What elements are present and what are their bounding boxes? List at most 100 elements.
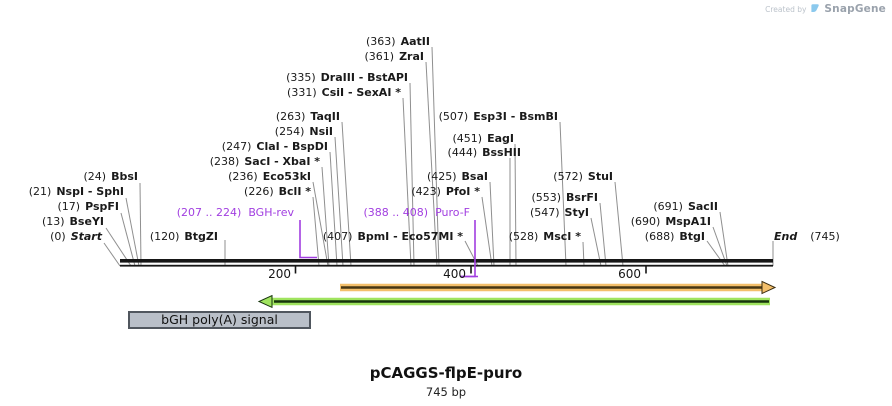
site-name: SacI - XbaI * [244,155,320,168]
plasmid-length: 745 bp [425,385,467,399]
site-name: NsiI [309,125,333,138]
site-label-clai-bspdi[interactable]: (247) ClaI - BspDI [222,140,328,154]
site-pos: (17) [57,200,81,213]
site-name: Eco53kI [262,170,311,183]
plasmid-title: pCAGGS-flpE-puro [369,364,523,382]
site-name: DraIII - BstAPI [320,71,408,84]
site-label-sacii[interactable]: (691)SacII [653,200,718,214]
site-name: ZraI [399,50,424,63]
primer-brackets [299,220,478,278]
site-pos: (688) [644,230,675,243]
site-label-draiii-bstapi[interactable]: (335) DraIII - BstAPI [286,71,408,85]
site-name: MspA1I [665,215,711,228]
connector-csii [402,97,412,267]
site-name: StuI [587,170,613,183]
site-label-bpmi-eco57mi[interactable]: (407)BpmI - Eco57MI * [323,230,463,244]
bgh-rev-bracket[interactable] [299,220,317,259]
site-label-saci-xbai[interactable]: (238)SacI - XbaI * [210,155,320,169]
connector-nspi [125,197,140,267]
orange-feature-arrowhead[interactable] [761,280,777,295]
site-name: BtgZI [184,230,218,243]
site-label-bcli[interactable]: (226)BclI * [244,185,311,199]
connector-clai [329,151,338,267]
axis-tick-label-200: 200 [268,267,291,281]
site-label-btgi[interactable]: (688) BtgI [645,230,705,244]
site-pos: (21) [28,185,52,198]
site-name: ClaI - BspDI [256,140,328,153]
site-pos: (363) [366,35,396,48]
connector-styi [590,217,602,267]
site-label-pspfi[interactable]: (17) PspFI [58,200,120,214]
title-block: pCAGGS-flpE-puro 745 bp [0,364,892,399]
site-label-bsai[interactable]: (425)BsaI [427,170,488,184]
site-label-pfoi[interactable]: (423)PfoI * [411,185,480,199]
site-label-csii-sexai[interactable]: (331)CsiI - SexAI * [287,86,401,100]
site-label-eagi[interactable]: (451) EagI [453,132,515,146]
connector-bcli [312,196,320,267]
site-pos: (335) [286,71,316,84]
site-label-bseyi[interactable]: (13)BseYI [42,215,104,229]
primer-name: Puro-F [435,206,470,219]
snapgene-flag-shape [811,3,820,15]
snapgene-logo-icon [811,3,820,15]
site-pos: (690) [630,215,661,228]
primer-label-puro-f[interactable]: (388 .. 408)Puro-F [364,206,471,220]
site-label-aatii[interactable]: (363)AatII [366,35,430,49]
site-pos: (0) [50,230,66,243]
connector-bbsi [139,182,142,267]
snapgene-brand-text: SnapGene [824,3,886,15]
primer-name: BGH-rev [248,206,294,219]
site-pos: (236) [228,170,258,183]
site-label-taqii[interactable]: (263)TaqII [276,110,340,124]
site-label-btgzi[interactable]: (120)BtgZI [150,230,218,244]
axis-tick-label-600: 600 [618,267,641,281]
site-pos: (247) [221,140,252,153]
site-pos: (361) [364,50,395,63]
axis-tick-label-400: 400 [443,267,466,281]
snapgene-credit: Created by SnapGene [765,3,886,15]
site-pos: (451) [452,132,483,145]
connector-stui [614,181,624,267]
site-name: BssHII [482,146,521,159]
created-by-text: Created by [765,4,807,14]
site-name: PspFI [85,200,119,213]
site-label-msci[interactable]: (528)MscI * [509,230,581,244]
connector-pfoi [481,196,493,267]
site-label-start[interactable]: (0)Start [50,230,102,244]
site-name: StyI [564,206,589,219]
sequence-axis [120,259,773,274]
site-label-zrai[interactable]: (361) ZraI [364,50,424,64]
site-pos: (24) [83,170,107,183]
site-label-nsii[interactable]: (254) NsiI [275,125,333,139]
bgh-polya-signal-feature[interactable]: bGH poly(A) signal [128,311,311,329]
site-name: NspI - SphI [56,185,124,198]
site-label-end[interactable]: End(745) [774,230,840,244]
site-pos: (254) [274,125,305,138]
site-name: BtgI [679,230,705,243]
site-name: EagI [487,132,514,145]
site-name: PfoI * [445,185,480,198]
site-label-bsrfi[interactable]: (553)BsrFI [531,191,598,205]
site-label-mspa1i[interactable]: (690) MspA1I [631,215,711,229]
site-name: BpmI - Eco57MI * [357,230,463,243]
connector-bsrfi [599,202,607,267]
green-feature-arrowhead[interactable] [257,294,273,309]
site-label-styi[interactable]: (547)StyI [530,206,589,220]
connector-aatii [431,46,440,267]
feature-arrows [257,280,777,309]
site-label-bsshii[interactable]: (444)BssHII [448,146,521,160]
site-label-eco53ki[interactable]: (236) Eco53kI [228,170,311,184]
primer-label-bgh-rev[interactable]: (207 .. 224)BGH-rev [177,206,294,220]
connector-eagi [514,143,517,267]
site-label-nspi-sphi[interactable]: (21) NspI - SphI [29,185,124,199]
connector-sacii [719,211,729,267]
connector-eco53ki [312,181,329,267]
connector-draiii [409,82,415,267]
site-label-bbsi[interactable]: (24)BbsI [84,170,139,184]
site-name: BseYI [69,215,104,228]
site-name: TaqII [310,110,340,123]
site-label-stui[interactable]: (572)StuI [553,170,613,184]
site-label-esp3i-bsmbi[interactable]: (507)Esp3I - BsmBI [439,110,558,124]
